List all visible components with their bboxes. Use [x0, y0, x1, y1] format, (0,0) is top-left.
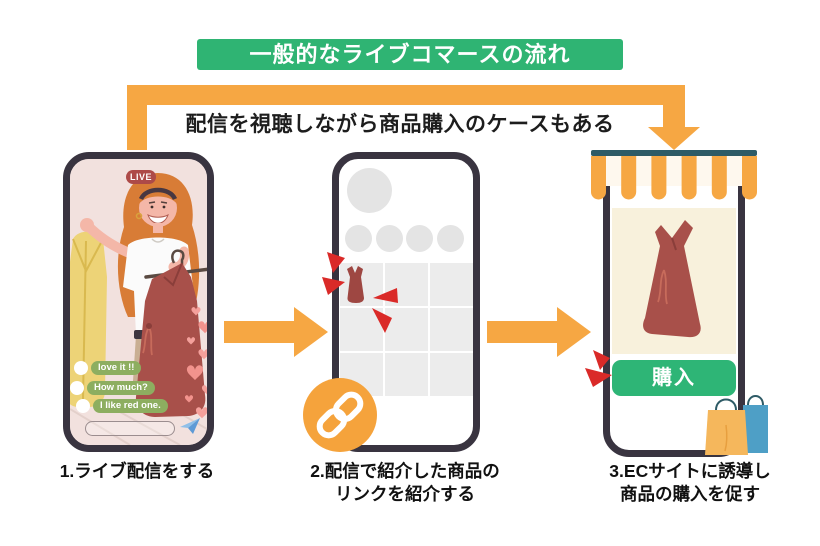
live-illustration	[70, 159, 207, 445]
link-icon[interactable]	[302, 377, 378, 453]
story-circle-placeholder	[376, 225, 403, 252]
red-dress-on-hanger	[135, 249, 207, 417]
flow-arrow-2	[487, 307, 591, 357]
send-icon[interactable]	[180, 418, 200, 436]
step1-caption: 1.ライブ配信をする	[27, 460, 247, 483]
step2-caption-line2: リンクを紹介する	[335, 484, 475, 504]
step2-caption: 2.配信で紹介した商品の リンクを紹介する	[295, 460, 515, 506]
title-banner: 一般的なライブコマースの流れ	[197, 39, 623, 70]
emphasis-marks	[322, 252, 398, 333]
step3-caption-line1: 3.ECサイトに誘導し	[609, 461, 771, 481]
grid-cell-placeholder	[385, 353, 428, 396]
step1-caption-text: 1.ライブ配信をする	[59, 461, 215, 481]
hearts	[184, 307, 207, 419]
chat-bubble: I like red one.	[93, 399, 168, 413]
story-circle-placeholder	[437, 225, 464, 252]
step2-caption-line1: 2.配信で紹介した商品の	[310, 461, 500, 481]
avatar-circle	[70, 381, 84, 395]
step3-caption-line2: 商品の購入を促す	[620, 484, 760, 504]
chat-message: How much?	[70, 381, 155, 395]
avatar-circle	[76, 399, 90, 413]
chat-input[interactable]	[85, 421, 175, 436]
phone-live-stream: LIVE love it !! How much? I like red one…	[63, 152, 214, 452]
chat-message: I like red one.	[76, 399, 168, 413]
chat-message: love it !!	[74, 361, 142, 375]
grid-cell-placeholder	[430, 308, 473, 351]
product-dress-image	[643, 220, 701, 338]
buy-button[interactable]: 購入	[612, 360, 736, 396]
live-badge: LIVE	[126, 170, 156, 184]
story-circle-placeholder	[345, 225, 372, 252]
shop-awning-icon	[591, 150, 757, 200]
product-image-panel	[612, 208, 736, 354]
step3-caption: 3.ECサイトに誘導し 商品の購入を促す	[580, 460, 800, 506]
flow-arrow-1	[224, 307, 328, 357]
grid-cell-placeholder	[430, 263, 473, 306]
profile-avatar-placeholder	[347, 168, 392, 213]
phone-ec-site: 購入	[603, 155, 745, 457]
product-thumbnail-dress[interactable]	[343, 265, 369, 307]
loop-arrow	[127, 85, 700, 150]
grid-cell-placeholder	[385, 308, 428, 351]
loop-note: 配信を視聴しながら商品購入のケースもある	[185, 113, 615, 136]
emphasis-marks-buy	[585, 350, 612, 387]
chat-bubble: How much?	[87, 381, 155, 395]
shopping-bags-icon	[705, 395, 768, 455]
chat-bubble: love it !!	[91, 361, 142, 375]
story-circle-placeholder	[406, 225, 433, 252]
grid-cell-placeholder	[430, 353, 473, 396]
avatar-circle	[74, 361, 88, 375]
